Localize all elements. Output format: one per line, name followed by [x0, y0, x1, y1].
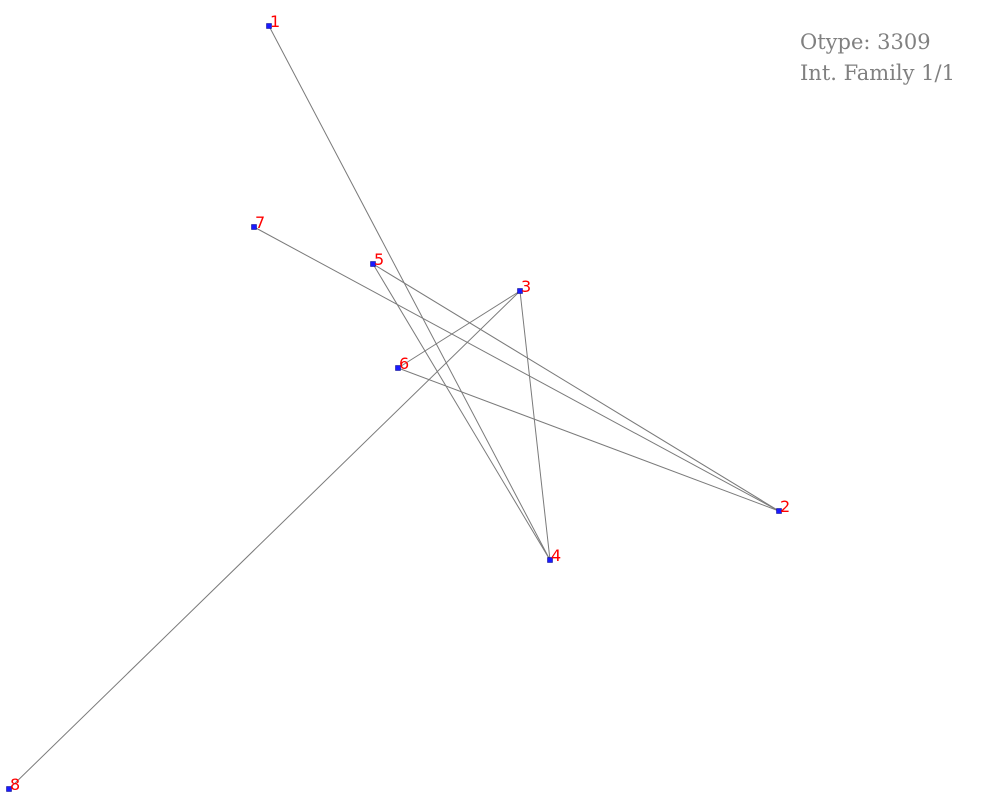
- edge-3-8: [8, 290, 521, 790]
- vertex-1-marker: [266, 23, 272, 29]
- vertex-4-marker: [547, 557, 553, 563]
- vertex-7-label: 7: [255, 213, 265, 232]
- vertex-3-marker: [517, 288, 523, 294]
- vertex-1-label: 1: [270, 12, 280, 31]
- edge-2-7: [253, 226, 780, 512]
- edge-4-5: [372, 263, 551, 561]
- vertex-8-marker: [6, 786, 12, 792]
- edge-layer: [8, 25, 780, 790]
- vertex-6-marker: [395, 365, 401, 371]
- edge-2-6: [397, 367, 780, 512]
- edge-5-2: [372, 263, 780, 512]
- family-label: Int. Family 1/1: [800, 61, 955, 85]
- vertex-2-label: 2: [780, 497, 790, 516]
- vertex-8-label: 8: [10, 775, 20, 794]
- vertex-layer: 1 2 3 4 5 6 7 8: [6, 12, 790, 794]
- vertex-5-label: 5: [374, 250, 384, 269]
- vertex-7-marker: [251, 224, 257, 230]
- otype-label: Otype: 3309: [800, 30, 931, 54]
- vertex-6-label: 6: [399, 354, 409, 373]
- vertex-3-label: 3: [521, 277, 531, 296]
- vertex-2-marker: [776, 508, 782, 514]
- edge-3-4: [519, 290, 551, 561]
- edge-6-3: [397, 290, 521, 369]
- edge-1-4: [268, 25, 551, 561]
- vertex-5-marker: [370, 261, 376, 267]
- vertex-4-label: 4: [551, 546, 561, 565]
